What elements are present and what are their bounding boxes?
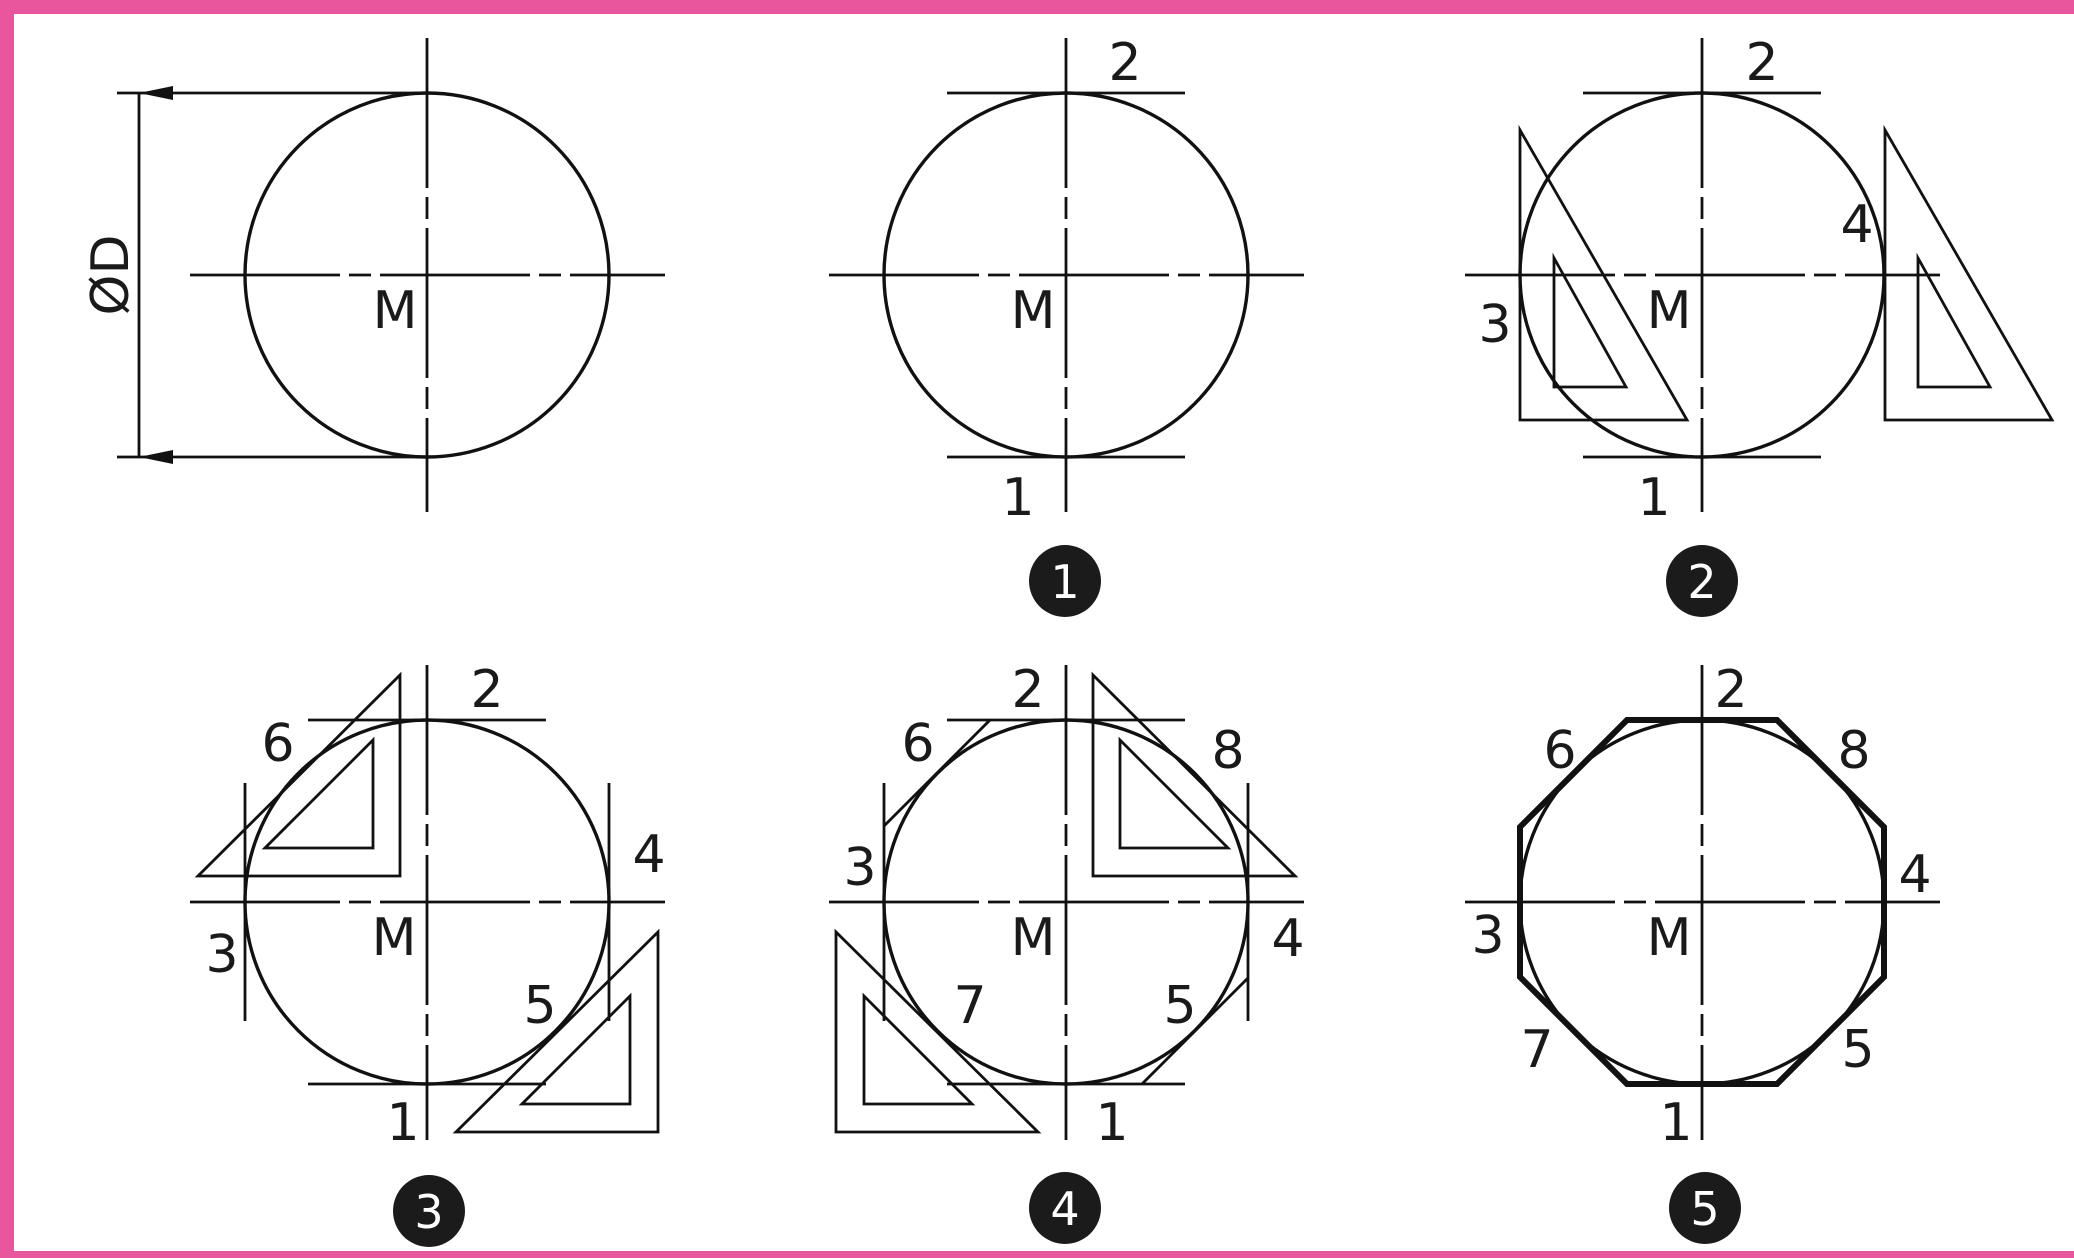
step2-point-3: 3 — [1478, 295, 1511, 355]
step5-point-7: 7 — [1520, 1020, 1553, 1080]
step2-right-set-square-inner — [1916, 252, 1993, 389]
step1-badge-number: 1 — [1050, 555, 1079, 609]
step5-point-1: 1 — [1659, 1093, 1692, 1153]
main-center-label: M — [373, 281, 418, 341]
step5-point-6: 6 — [1543, 721, 1576, 781]
step5-center-label: M — [1647, 908, 1692, 968]
step2-left-set-square-inner — [1552, 252, 1629, 389]
figure-main: ØD M — [81, 38, 665, 512]
step3-point-3: 3 — [205, 925, 238, 985]
step4-upper-set-square-inner — [1118, 736, 1232, 850]
step3-point-4: 4 — [632, 825, 665, 885]
step-4: M 1 2 3 4 5 6 7 8 4 — [829, 660, 1305, 1244]
step4-diagonal-5 — [1141, 977, 1249, 1085]
step3-lower-set-square-outer — [452, 928, 660, 1134]
step2-point-2: 2 — [1745, 33, 1778, 93]
step1-badge — [1029, 545, 1101, 617]
step2-badge — [1666, 545, 1738, 617]
step5-badge-number: 5 — [1690, 1182, 1719, 1236]
step1-point-1: 1 — [1001, 468, 1034, 528]
step4-point-2: 2 — [1011, 660, 1044, 720]
step5-badge — [1669, 1172, 1741, 1244]
step-2: M 1 2 3 4 2 — [1465, 33, 2055, 617]
step-3: M 1 2 3 4 5 6 3 — [190, 660, 666, 1247]
diameter-label: ØD — [81, 235, 141, 316]
step3-badge — [393, 1175, 465, 1247]
step4-point-1: 1 — [1095, 1093, 1128, 1153]
step2-point-4: 4 — [1840, 195, 1873, 255]
step3-point-2: 2 — [470, 660, 503, 720]
step4-badge — [1029, 1172, 1101, 1244]
step4-point-5: 5 — [1163, 976, 1196, 1036]
step3-point-5: 5 — [523, 976, 556, 1036]
step-5: M 1 2 3 4 5 6 7 8 5 — [1465, 660, 1940, 1244]
step4-lower-set-square-outer — [834, 928, 1042, 1134]
step1-point-2: 2 — [1108, 33, 1141, 93]
step3-point-6: 6 — [261, 714, 294, 774]
step5-point-8: 8 — [1837, 721, 1870, 781]
step4-point-6: 6 — [901, 714, 934, 774]
step2-badge-number: 2 — [1687, 555, 1716, 609]
step3-center-label: M — [372, 908, 417, 968]
step4-point-4: 4 — [1271, 909, 1304, 969]
step3-upper-set-square-outer — [194, 671, 402, 878]
step1-center-label: M — [1011, 281, 1056, 341]
step3-point-1: 1 — [386, 1093, 419, 1153]
step2-right-set-square-outer — [1883, 124, 2055, 422]
step2-center-label: M — [1647, 281, 1692, 341]
step4-center-label: M — [1011, 908, 1056, 968]
step4-diagonal-6 — [883, 719, 991, 827]
step2-left-set-square-outer — [1518, 124, 1690, 422]
step4-point-3: 3 — [843, 838, 876, 898]
step4-badge-number: 4 — [1050, 1182, 1079, 1236]
step3-upper-set-square-inner — [261, 736, 375, 850]
step2-point-1: 1 — [1637, 468, 1670, 528]
step3-badge-number: 3 — [414, 1185, 443, 1239]
step5-point-2: 2 — [1714, 660, 1747, 720]
step5-point-3: 3 — [1471, 906, 1504, 966]
step4-upper-set-square-outer — [1091, 671, 1299, 878]
step5-octagon — [1517, 717, 1887, 1087]
step4-point-8: 8 — [1211, 721, 1244, 781]
step5-point-5: 5 — [1841, 1020, 1874, 1080]
step5-point-4: 4 — [1898, 845, 1931, 905]
step3-lower-set-square-inner — [518, 992, 632, 1106]
step4-point-7: 7 — [953, 976, 986, 1036]
step4-lower-set-square-inner — [862, 992, 976, 1106]
step-1: M 1 2 1 — [829, 33, 1304, 617]
